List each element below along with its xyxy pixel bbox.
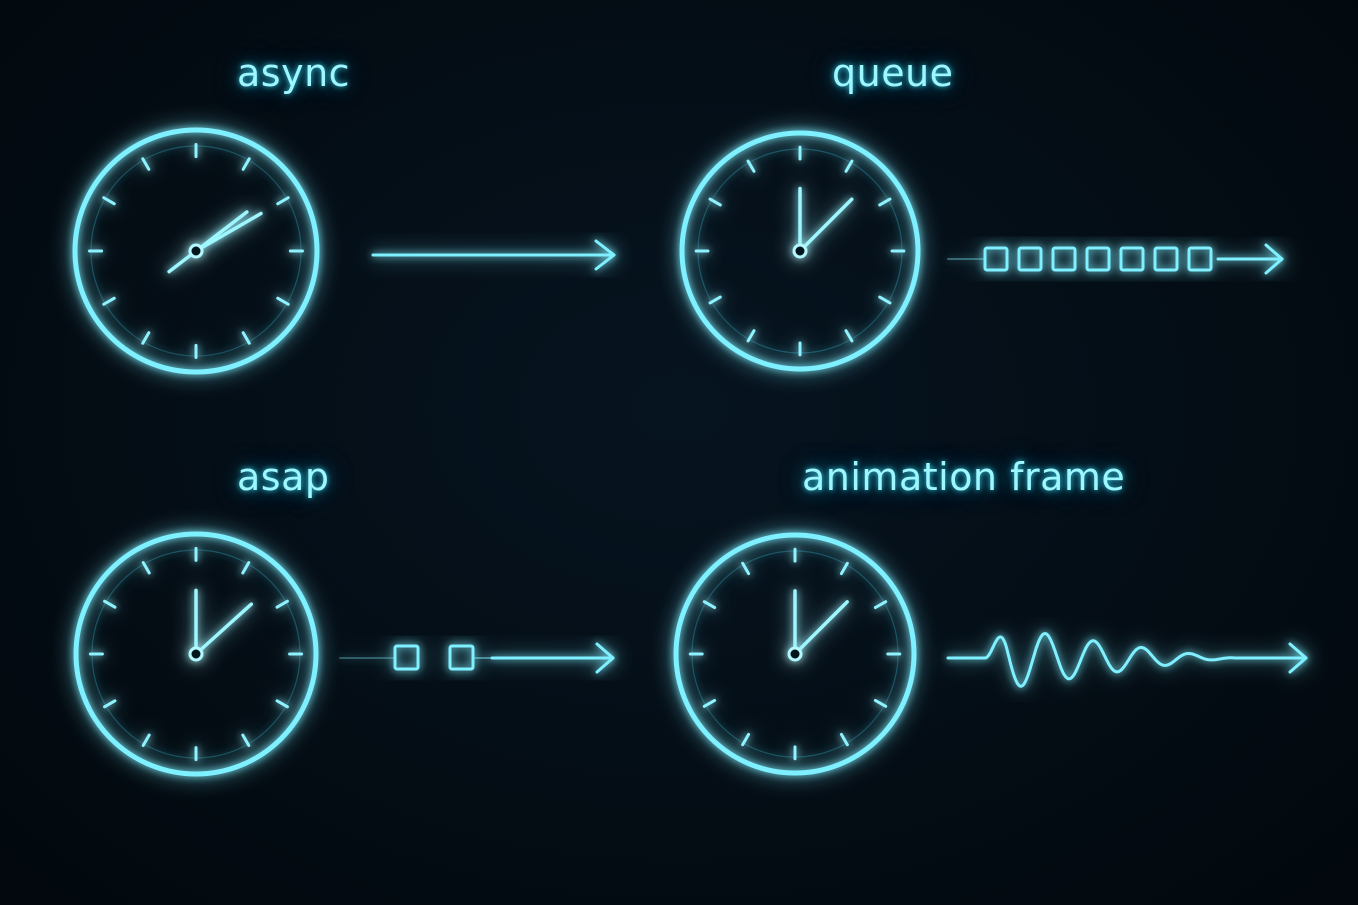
clock-tick: [873, 600, 888, 610]
clock-minute-hand: [793, 600, 849, 656]
clock-tick: [103, 599, 117, 609]
clock-tick: [741, 561, 751, 576]
asap-box: [448, 644, 475, 671]
clock-tick: [141, 561, 151, 575]
two-boxes-arrow-icon: [339, 642, 615, 674]
clock-tick: [241, 331, 251, 345]
clock-tick: [702, 698, 717, 708]
queue-box: [1187, 246, 1213, 272]
clock-tick: [878, 295, 892, 305]
queue-box: [1085, 246, 1111, 272]
clock-tick: [102, 296, 116, 306]
clock-icon: [679, 130, 921, 372]
clock-minute-hand: [194, 211, 263, 253]
queue-boxes-arrow-icon: [947, 243, 1284, 275]
clock-tick: [141, 157, 151, 171]
clock-tick: [702, 600, 717, 610]
clock-icon: [73, 531, 319, 777]
clock-icon: [673, 532, 917, 776]
queue-box: [1017, 246, 1043, 272]
asap-box: [393, 644, 420, 671]
clock-pivot: [188, 243, 204, 259]
clock-pivot: [792, 243, 808, 259]
clock-tick: [878, 197, 892, 207]
clock-tick: [275, 599, 289, 609]
label-queue: queue: [832, 51, 954, 95]
queue-box: [1153, 246, 1179, 272]
clock-tick: [141, 733, 151, 747]
queue-box: [1051, 246, 1077, 272]
clock-tick: [241, 561, 251, 575]
clock-ring: [679, 130, 921, 372]
clock-pivot: [188, 646, 204, 662]
clock-tick: [839, 561, 849, 576]
clock-minute-hand: [194, 602, 254, 656]
clock-tick: [873, 698, 888, 708]
clock-ring: [72, 127, 320, 375]
clock-minute-hand: [798, 197, 854, 253]
clock-tick: [708, 295, 722, 305]
clock-ring: [73, 531, 319, 777]
clock-tick: [241, 733, 251, 747]
queue-box: [983, 246, 1009, 272]
clock-icon: [72, 127, 320, 375]
wave-arrow-icon: [946, 632, 1308, 688]
clock-tick: [844, 329, 854, 343]
label-asap: asap: [237, 455, 330, 499]
clock-tick: [103, 699, 117, 709]
clock-tick: [276, 196, 290, 206]
straight-arrow-icon: [371, 239, 616, 271]
clock-tick: [276, 296, 290, 306]
clock-tick: [746, 159, 756, 173]
clock-ring: [673, 532, 917, 776]
queue-box: [1119, 246, 1145, 272]
wave-line: [946, 632, 1238, 688]
clock-tick: [241, 157, 251, 171]
clock-tick: [708, 197, 722, 207]
clock-tick: [141, 331, 151, 345]
label-animation-frame: animation frame: [802, 455, 1126, 499]
clock-pivot: [787, 646, 803, 662]
label-async: async: [237, 51, 351, 95]
clock-tick: [102, 196, 116, 206]
clock-tick: [746, 329, 756, 343]
clock-tick: [839, 732, 849, 747]
clock-tick: [844, 159, 854, 173]
clock-tick: [741, 732, 751, 747]
clock-tick: [275, 699, 289, 709]
